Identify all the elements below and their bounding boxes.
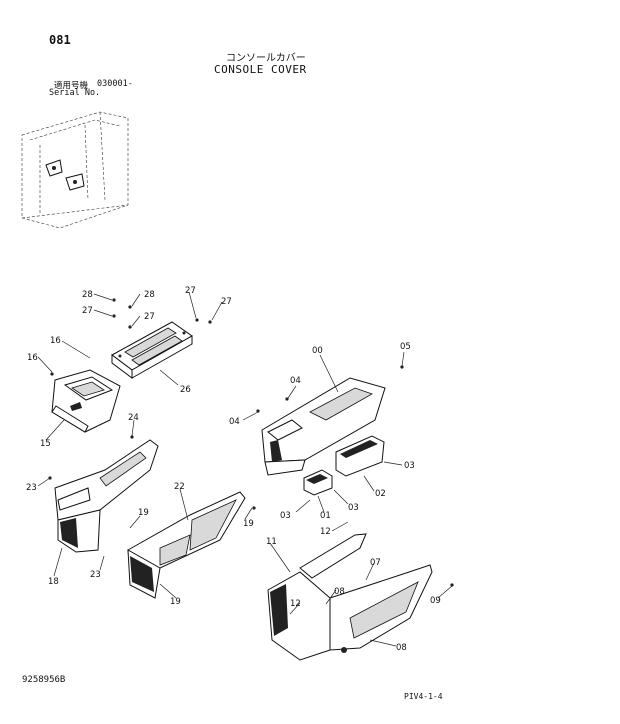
callout-12: 12 (290, 599, 301, 609)
leader-lines (37, 291, 453, 647)
part-19-lower-side-panel (127, 491, 246, 599)
callout-08: 08 (334, 587, 345, 597)
part-01-02-trays (303, 435, 385, 496)
callout-03: 03 (404, 461, 415, 471)
hardware-fasteners (48, 298, 454, 587)
part-07-right-side-panel (267, 533, 433, 661)
callout-24: 24 (128, 413, 139, 423)
serial-number-value: 030001- (97, 79, 133, 89)
title-japanese: コンソールカバー (226, 53, 306, 64)
callout-19: 19 (138, 508, 149, 518)
callout-07: 07 (370, 558, 381, 568)
callout-16: 16 (50, 336, 61, 346)
callout-28: 28 (144, 290, 155, 300)
page-title: CONSOLE COVER (214, 63, 307, 76)
callout-27: 27 (82, 306, 93, 316)
callout-09: 09 (430, 596, 441, 606)
serial-label: Serial No. (49, 88, 101, 98)
callout-12: 12 (320, 527, 331, 537)
callout-27: 27 (221, 297, 232, 307)
callout-28: 28 (82, 290, 93, 300)
callout-04: 04 (229, 417, 240, 427)
callout-02: 02 (375, 489, 386, 499)
callout-03: 03 (348, 503, 359, 513)
callout-04: 04 (290, 376, 301, 386)
callout-19: 19 (243, 519, 254, 529)
page-number: 081 (49, 33, 71, 47)
callout-08: 08 (396, 643, 407, 653)
part-callouts: 28 28 27 27 27 27 16 16 26 15 24 23 23 1… (26, 286, 441, 653)
callout-16: 16 (27, 353, 38, 363)
callout-23: 23 (26, 483, 37, 493)
part-15-front-console (51, 369, 121, 433)
cab-locator-illustration (21, 111, 129, 229)
callout-01: 01 (320, 511, 331, 521)
serial-label-japanese: 適用号機 (54, 81, 89, 91)
callout-05: 05 (400, 342, 411, 352)
callout-00: 00 (312, 346, 323, 356)
callout-27: 27 (185, 286, 196, 296)
callout-11: 11 (266, 537, 277, 547)
document-number: 9258956B (22, 675, 66, 685)
part-18-left-side-panel (54, 439, 159, 553)
callout-23: 23 (90, 570, 101, 580)
callout-27: 27 (144, 312, 155, 322)
callout-19: 19 (170, 597, 181, 607)
page-reference: PIV4-1-4 (404, 692, 443, 701)
callout-22: 22 (174, 482, 185, 492)
callout-03: 03 (280, 511, 291, 521)
part-26-top-plate (111, 321, 193, 379)
callout-26: 26 (180, 385, 191, 395)
callout-18: 18 (48, 577, 59, 587)
part-00-right-console (261, 377, 386, 476)
callout-15: 15 (40, 439, 51, 449)
